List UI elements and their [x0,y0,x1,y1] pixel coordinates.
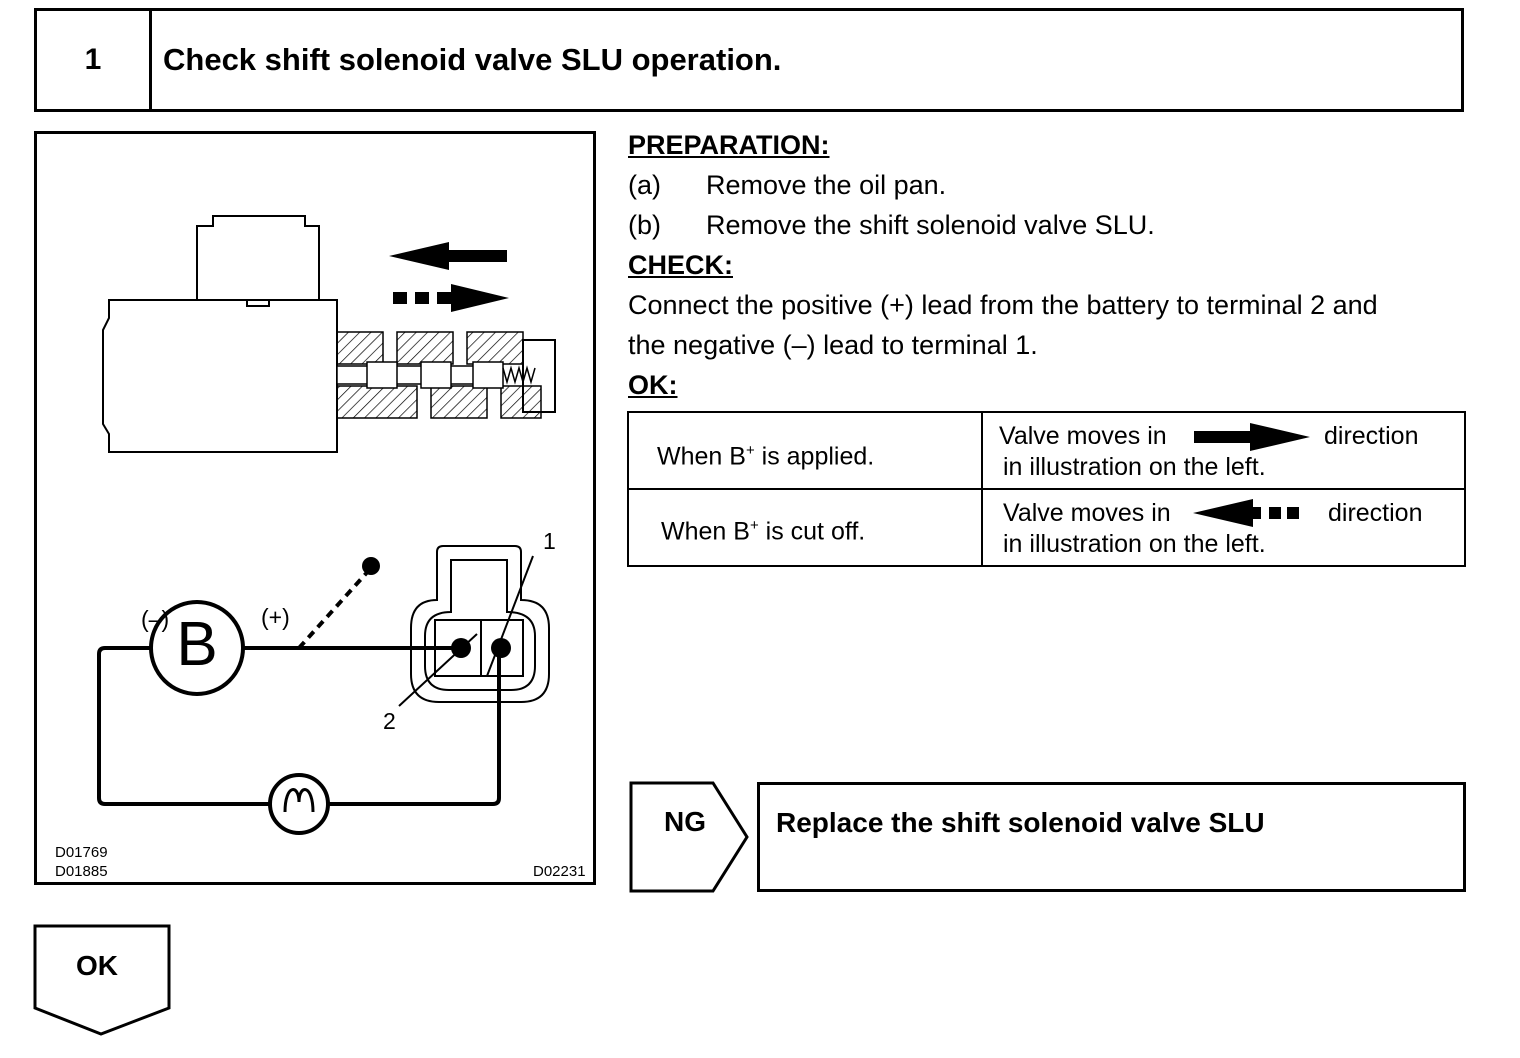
test-circuit [97,557,501,835]
solid-left-arrow [389,242,507,270]
check-line: the negative (–) lead to terminal 1. [628,330,1038,360]
prep-item: Remove the shift solenoid valve SLU. [706,210,1155,240]
valve-body [336,331,556,419]
dashed-left-arrow [1193,499,1299,527]
prep-marker: (b) [628,210,661,240]
connector [398,545,550,707]
table-row-result: in illustration on the left. [1003,453,1266,481]
table-row-result: in illustration on the left. [1003,530,1266,558]
positive-label: (+) [261,604,290,630]
prep-item: Remove the oil pan. [706,170,947,200]
connector-housing [196,215,320,307]
negative-label: (–) [141,606,170,632]
ok-next-label: OK [76,950,118,981]
table-row-result: direction [1328,499,1423,527]
table-row-result: direction [1324,422,1419,450]
check-line: Connect the positive (+) lead from the b… [628,290,1378,320]
table-grid [627,411,1466,567]
solenoid-body [102,299,338,453]
ng-action-text: Replace the shift solenoid valve SLU [776,807,1265,838]
ng-tag [629,781,749,893]
step-title: Check shift solenoid valve SLU operation… [163,42,782,77]
ok-table: When B+ is applied. Valve moves in direc… [627,411,1466,567]
terminal-2-label: 2 [383,708,396,734]
battery-label: B [176,610,218,679]
ok-heading: OK: [628,370,678,400]
figure-code: D02231 [533,863,586,880]
dashed-right-arrow [393,284,509,312]
solenoid-diagram [97,215,556,835]
battery-circle [149,600,245,696]
figure-code: D01769 [55,844,108,861]
terminal-1-label: 1 [543,528,556,554]
table-row-condition: When B+ is cut off. [661,517,866,546]
ng-label: NG [664,806,706,837]
check-heading: CHECK: [628,250,733,280]
step-number: 1 [37,11,152,109]
solid-right-arrow [1194,423,1310,451]
step-header: 1 Check shift solenoid valve SLU operati… [34,8,1464,112]
table-row-condition: When B+ is applied. [657,442,875,471]
ng-action-box: Replace the shift solenoid valve SLU [757,782,1466,892]
test-lamp [268,773,330,835]
preparation-heading: PREPARATION: [628,130,830,160]
ok-tag [33,924,171,1036]
table-row-result: Valve moves in [999,422,1167,450]
illustration-panel: (–) (+) B 1 2 D01769 D01885 D02231 [34,131,596,885]
figure-code: D01885 [55,863,108,880]
prep-marker: (a) [628,170,661,200]
table-row-result: Valve moves in [1003,499,1171,527]
